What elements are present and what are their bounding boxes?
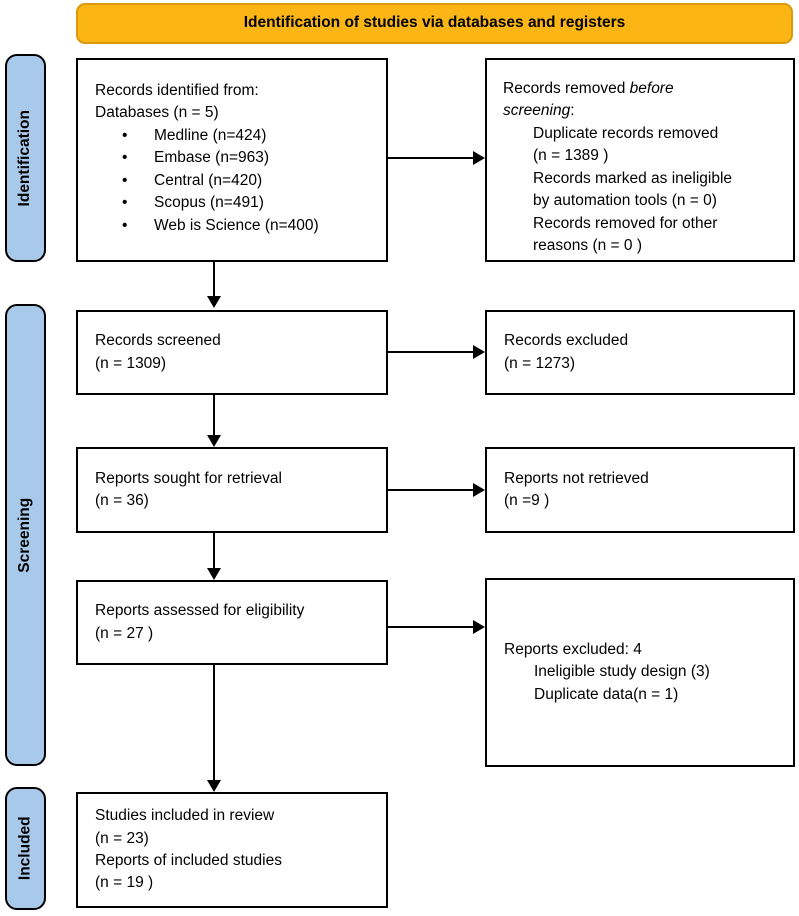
stage-bar-included: Included (5, 787, 46, 910)
removed-item-duplicates: Duplicate records removed (n = 1389 ) (533, 124, 719, 165)
reports-excluded-line1: Reports excluded: 4 (504, 640, 642, 658)
box-reports-excluded: Reports excluded: 4 Ineligible study des… (485, 578, 795, 767)
arrow-screened-to-excluded (388, 345, 485, 359)
records-excluded-line1: Records excluded (504, 332, 629, 350)
diagram-title: Identification of studies via databases … (243, 14, 626, 32)
box-studies-included: Studies included in review (n = 23) Repo… (76, 792, 388, 908)
removed-item-automation: Records marked as ineligible by automati… (533, 169, 733, 210)
stage-label-included: Included (16, 816, 34, 881)
box-records-screened: Records screened (n = 1309) (76, 310, 388, 395)
reports-not-retrieved-line1: Reports not retrieved (504, 469, 649, 487)
bullet-icon: • (122, 171, 128, 189)
arrow-identified-to-removed (388, 151, 485, 165)
studies-included-line1: Studies included in review (95, 807, 275, 825)
database-item: • Medline (n=424) (95, 125, 378, 147)
box-records-identified: Records identified from: Databases (n = … (76, 58, 388, 262)
bullet-icon: • (122, 216, 128, 234)
reports-not-retrieved-count: (n =9 ) (504, 492, 550, 509)
arrow-assessed-to-reports-excluded (388, 620, 485, 634)
reports-sought-line1: Reports sought for retrieval (95, 469, 282, 487)
diagram-title-banner: Identification of studies via databases … (76, 3, 793, 44)
removed-item-other: Records removed for other reasons (n = 0… (533, 214, 718, 255)
reports-excluded-reason-duplicate: Duplicate data(n = 1) (534, 685, 679, 703)
arrow-sought-to-assessed (207, 533, 221, 580)
records-screened-line1: Records screened (95, 332, 221, 350)
database-central: Central (n=420) (154, 171, 263, 189)
reports-included-count: (n = 19 ) (95, 874, 154, 892)
reports-sought-count: (n = 36) (95, 492, 149, 509)
box-records-excluded: Records excluded (n = 1273) (485, 310, 795, 395)
studies-included-count: (n = 23) (95, 829, 149, 847)
reports-assessed-line1: Reports assessed for eligibility (95, 602, 305, 620)
records-removed-intro-line1: Records removed before (503, 80, 674, 97)
reports-excluded-reason-design: Ineligible study design (3) (534, 663, 710, 681)
reports-included-line: Reports of included studies (95, 852, 282, 869)
box-reports-assessed: Reports assessed for eligibility (n = 27… (76, 580, 388, 665)
records-screened-count: (n = 1309) (95, 354, 167, 372)
box-records-removed: Records removed before screening: Duplic… (485, 58, 795, 262)
bullet-icon: • (122, 194, 128, 212)
arrow-identified-to-screened (207, 262, 221, 308)
stage-label-screening: Screening (16, 497, 34, 573)
database-web-of-science: Web is Science (n=400) (154, 216, 319, 234)
records-identified-line1: Records identified from: (95, 82, 259, 99)
records-removed-intro-line2: screening: (503, 102, 575, 120)
stage-bar-identification: Identification (5, 54, 46, 262)
arrow-sought-to-not-retrieved (388, 483, 485, 497)
database-item: • Scopus (n=491) (95, 192, 378, 214)
stage-bar-screening: Screening (5, 304, 46, 766)
database-embase: Embase (n=963) (154, 149, 270, 167)
arrow-screened-to-sought (207, 395, 221, 447)
bullet-icon: • (122, 126, 128, 144)
database-item: • Central (n=420) (95, 170, 378, 192)
database-item: • Embase (n=963) (95, 147, 378, 169)
box-reports-not-retrieved: Reports not retrieved (n =9 ) (485, 447, 795, 533)
stage-label-identification: Identification (16, 109, 34, 207)
reports-assessed-count: (n = 27 ) (95, 624, 154, 642)
box-reports-sought: Reports sought for retrieval (n = 36) (76, 447, 388, 533)
database-item: • Web is Science (n=400) (95, 215, 378, 237)
arrow-assessed-to-included (207, 665, 221, 792)
bullet-icon: • (122, 149, 128, 167)
database-scopus: Scopus (n=491) (154, 194, 264, 212)
records-excluded-count: (n = 1273) (504, 354, 576, 372)
records-identified-line2: Databases (n = 5) (95, 104, 219, 122)
database-medline: Medline (n=424) (154, 126, 267, 144)
